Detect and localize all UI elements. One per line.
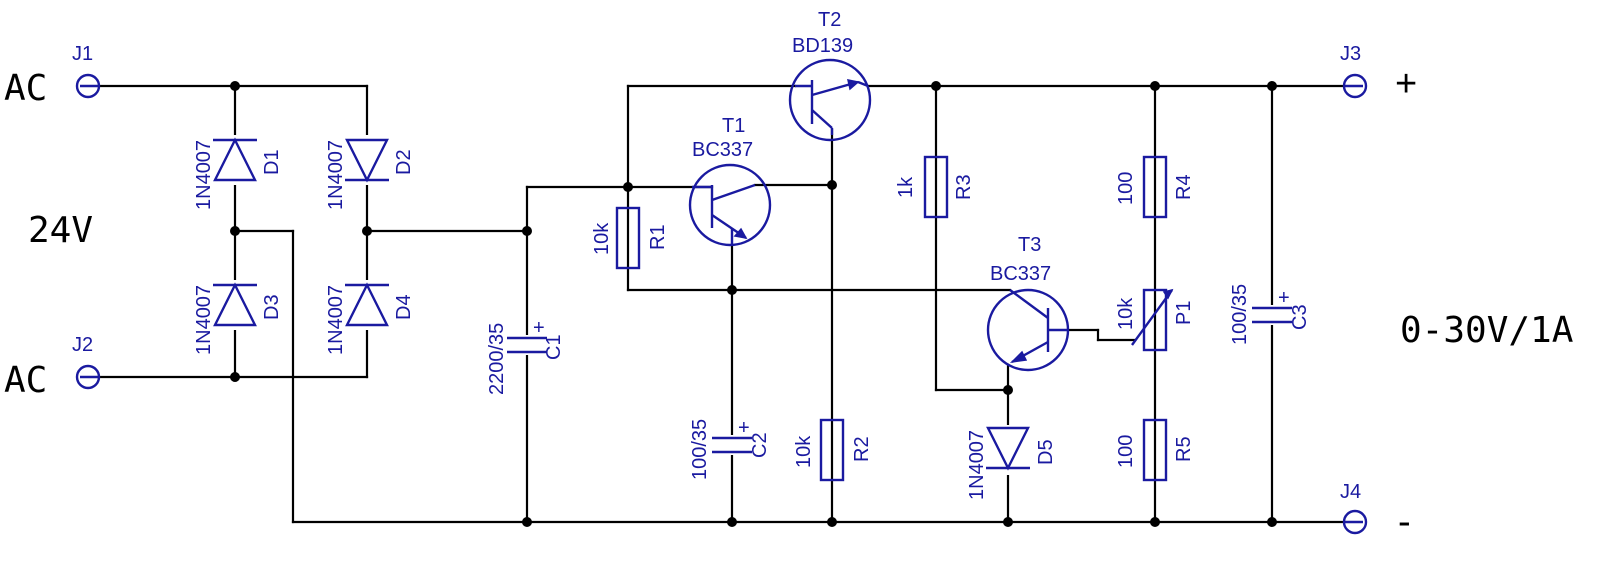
resistor-r3-ref: R3 [953,174,975,200]
ac-bottom-label: AC [4,360,47,401]
capacitor-c3-value: 100/35 [1229,284,1251,345]
diode-d5-ref: D5 [1035,439,1057,465]
diode-d4-ref: D4 [393,294,415,320]
capacitor-c1-value: 2200/35 [486,323,508,395]
resistor-r2: 10k R2 [793,418,873,482]
diode-d4-value: 1N4007 [325,285,347,355]
transistor-t1-value: BC337 [692,139,753,161]
transistor-t2-value: BD139 [792,35,853,57]
transistor-t3-value: BC337 [990,263,1051,285]
capacitor-c1-plus: + [533,317,545,339]
capacitor-c2-ref: C2 [749,432,771,458]
diode-d3: 1N4007 D3 [193,280,283,355]
connector-j1-label: J1 [72,43,93,65]
diode-d1: 1N4007 D1 [193,135,283,210]
diode-d2-value: 1N4007 [325,140,347,210]
transistor-t3: T3 BC337 [986,234,1070,372]
diode-d5-value: 1N4007 [966,430,988,500]
diode-d1-ref: D1 [261,149,283,175]
resistor-r1: 10k R1 [591,206,669,270]
transistor-t2: T2 BD139 [788,9,872,142]
transistor-t2-ref: T2 [818,9,841,31]
capacitor-c2-plus: + [738,417,750,439]
capacitor-c3-ref: C3 [1289,304,1311,330]
output-range-label: 0-30V/1A [1400,310,1574,351]
ac-top-label: AC [4,68,47,109]
transistor-t1-ref: T1 [722,115,745,137]
diode-d3-value: 1N4007 [193,285,215,355]
capacitor-c2: + 100/35 C2 [689,417,771,480]
resistor-r1-value: 10k [591,222,613,255]
resistor-r4-ref: R4 [1173,174,1195,200]
diode-d2-ref: D2 [393,149,415,175]
connector-j3: J3 [1340,43,1368,99]
resistor-r5-value: 100 [1115,435,1137,468]
connector-j1: J1 [72,43,101,99]
connector-j4: J4 [1340,481,1368,535]
resistor-r5: 100 R5 [1115,418,1195,482]
resistor-r2-ref: R2 [851,436,873,462]
junction-dots [230,81,1277,527]
resistor-r4: 100 R4 [1115,155,1195,219]
diode-d5: 1N4007 D5 [966,425,1057,500]
resistor-r4-value: 100 [1115,172,1137,205]
resistor-r2-value: 10k [793,435,815,468]
capacitor-c1: + 2200/35 C1 [486,317,565,395]
diode-d2: 1N4007 D2 [325,135,415,210]
resistor-r5-ref: R5 [1173,436,1195,462]
transistor-t3-ref: T3 [1018,234,1041,256]
minus-sign: - [1398,501,1411,543]
capacitor-c3: + 100/35 C3 [1229,284,1311,345]
input-voltage-label: 24V [28,210,93,251]
resistor-r1-ref: R1 [647,224,669,250]
resistor-r3-value: 1k [895,176,917,198]
connector-j2: J2 [72,334,101,390]
potentiometer-p1-value: 10k [1115,297,1137,330]
connector-j2-label: J2 [72,334,93,356]
transistor-t1: T1 BC337 [688,115,772,247]
connector-j3-label: J3 [1340,43,1361,65]
diode-d1-value: 1N4007 [193,140,215,210]
resistor-r3: 1k R3 [895,155,975,219]
diode-d3-ref: D3 [261,294,283,320]
capacitor-c2-value: 100/35 [689,419,711,480]
capacitor-c3-plus: + [1278,287,1290,309]
wires [98,84,1345,524]
plus-sign: + [1395,63,1417,105]
potentiometer-p1-ref: P1 [1173,301,1195,325]
connector-j4-label: J4 [1340,481,1361,503]
capacitor-c1-ref: C1 [543,334,565,360]
diode-d4: 1N4007 D4 [325,280,415,355]
potentiometer-p1: 10k P1 [1115,288,1195,352]
